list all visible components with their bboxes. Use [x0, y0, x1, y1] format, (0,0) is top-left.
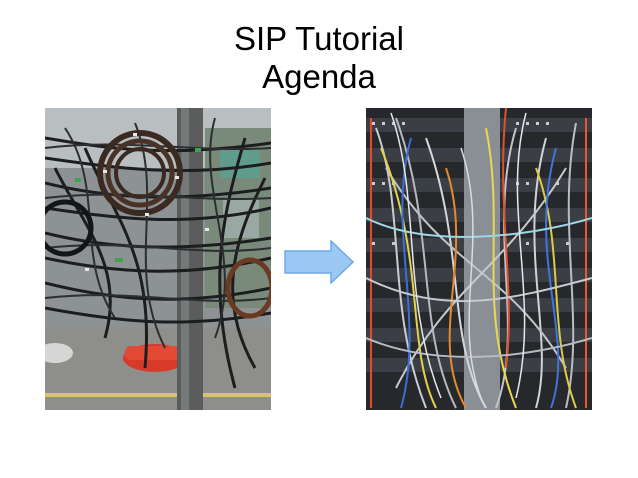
slide-title: SIP Tutorial Agenda — [0, 20, 638, 96]
server-rack-cables-photo — [366, 108, 592, 410]
title-line-2: Agenda — [262, 58, 376, 95]
right-arrow-icon — [284, 239, 355, 285]
title-line-1: SIP Tutorial — [234, 20, 404, 57]
utility-pole-cables-photo — [45, 108, 271, 410]
